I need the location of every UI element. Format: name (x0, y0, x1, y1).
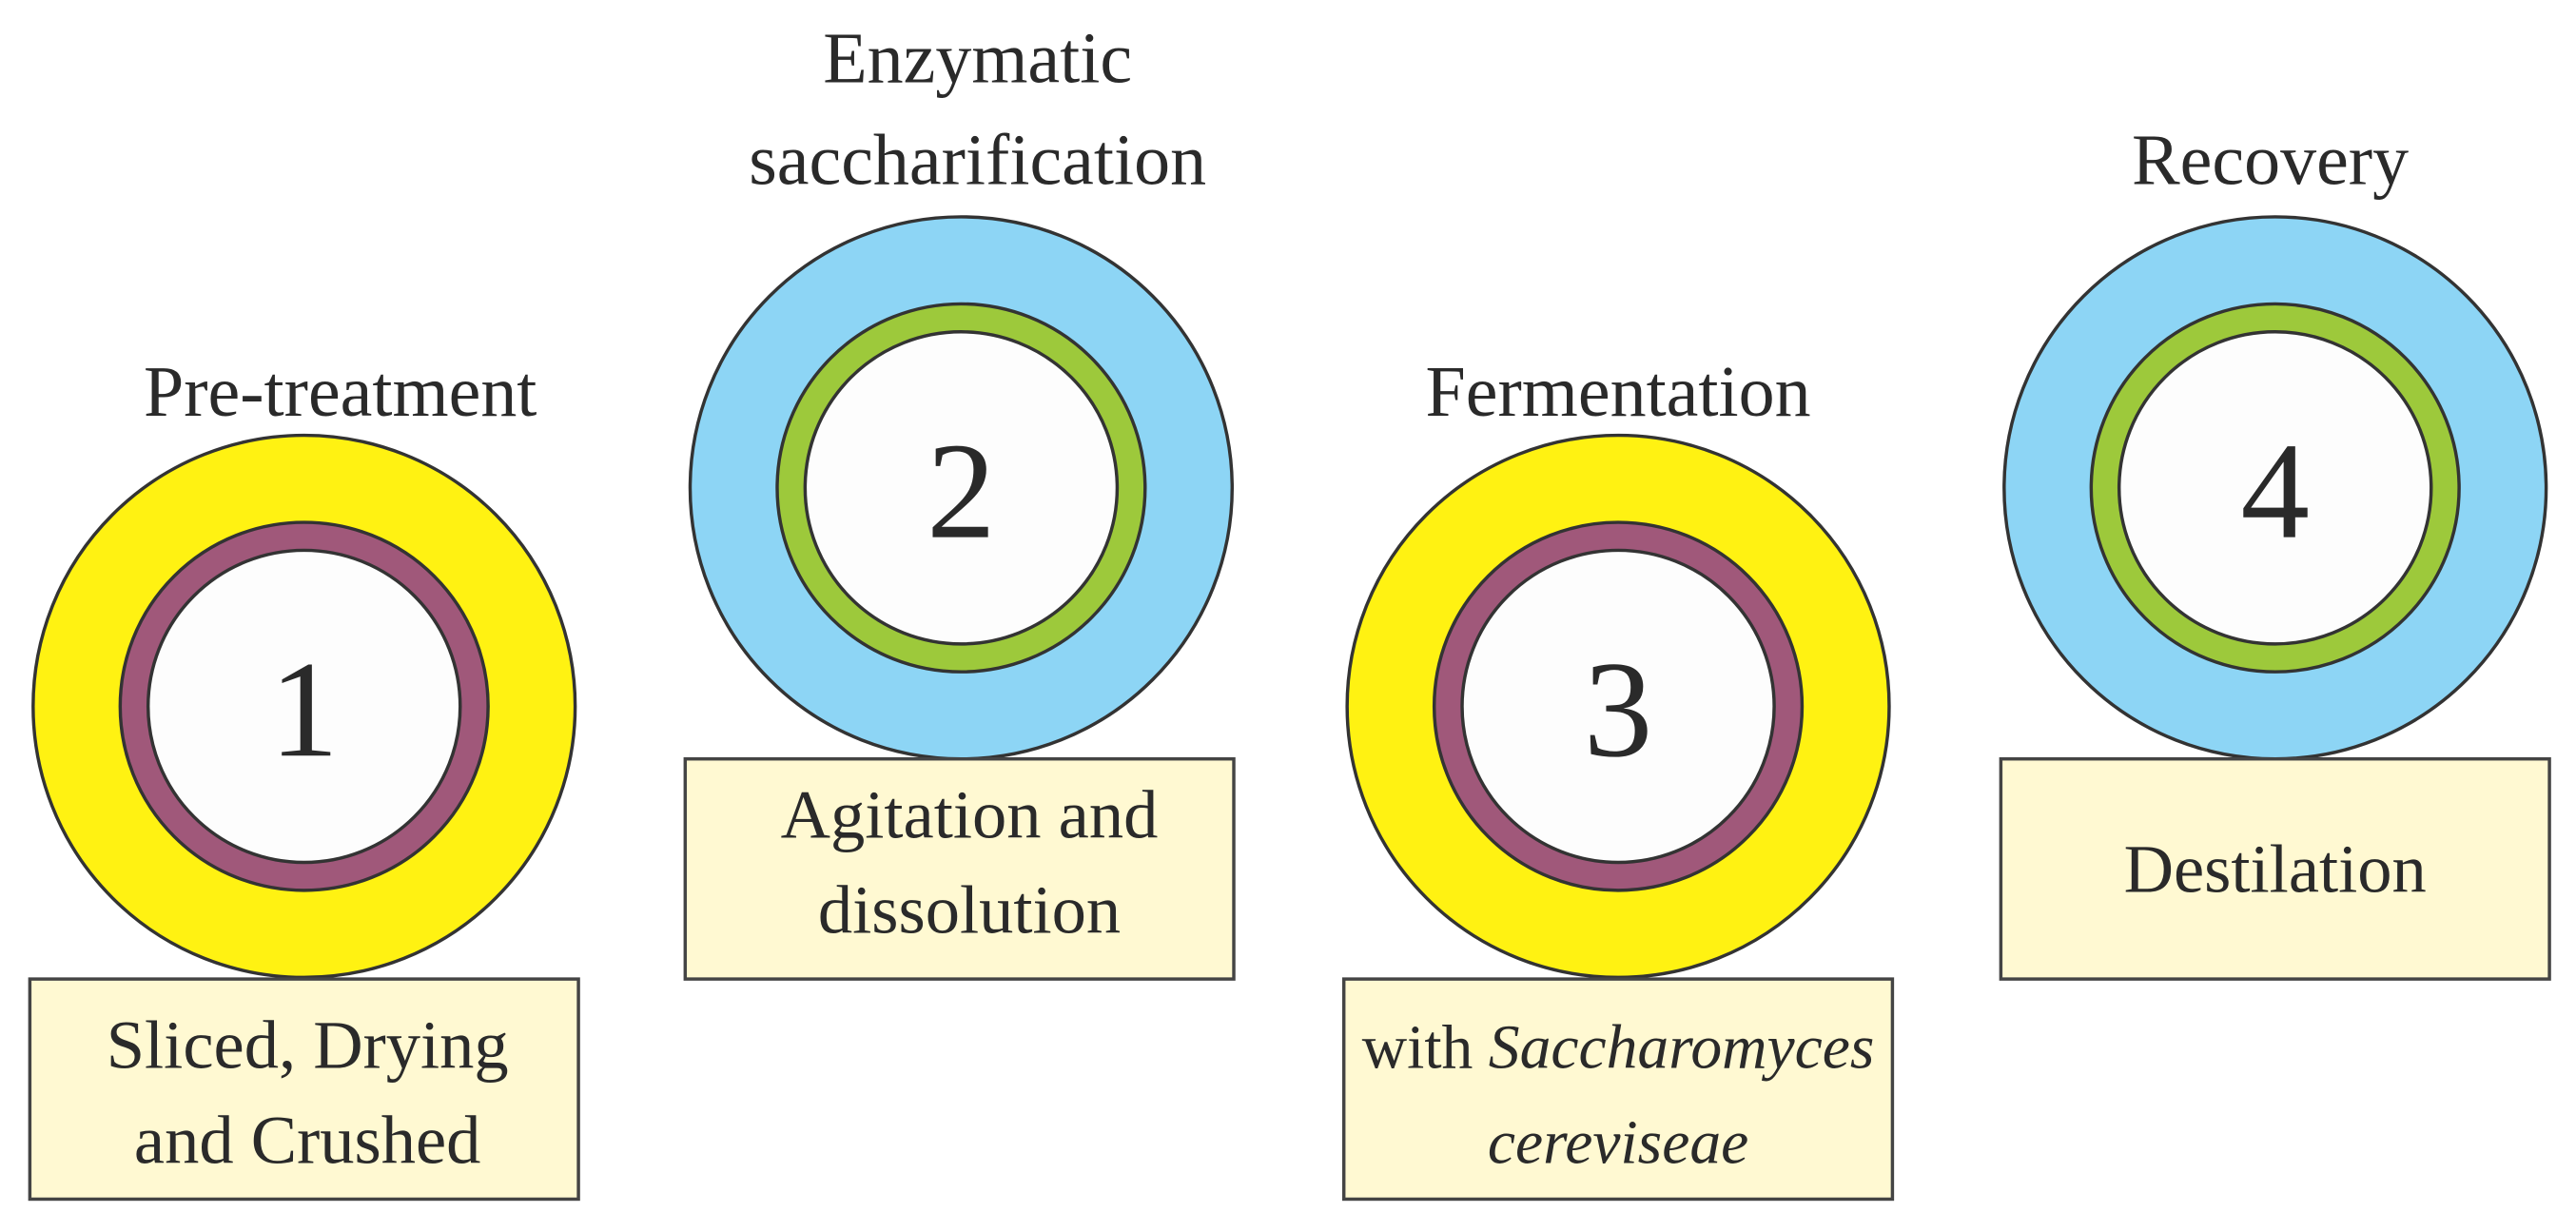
step-2: Enzymatic saccharification 2 Agitation a… (683, 18, 1236, 981)
step-3-box (1341, 977, 1895, 1202)
step-2-title-line-2: saccharification (749, 120, 1206, 200)
step-2-box-line-2: dissolution (818, 871, 1121, 948)
step-2-box (683, 756, 1236, 981)
step-4-title: Recovery (2132, 120, 2409, 200)
step-3-box-italic-1: Saccharomyces (1489, 1013, 1875, 1082)
step-3-number: 3 (1584, 634, 1653, 786)
step-2-box-line-1: Agitation and (781, 776, 1159, 853)
step-3-box-line-2: cereviseae (1488, 1108, 1748, 1177)
step-2-center (803, 330, 1120, 646)
step-4-box-line-1: Destilation (2124, 831, 2427, 908)
step-1-title: Pre-treatment (144, 352, 537, 432)
step-4-center (2117, 330, 2433, 646)
step-2-title-line-1: Enzymatic (823, 18, 1132, 98)
step-3-title: Fermentation (1426, 352, 1811, 432)
step-1-number: 1 (269, 634, 339, 786)
step-2-number: 2 (927, 416, 996, 568)
step-1-box (28, 977, 580, 1202)
step-3-box-prefix: with (1362, 1013, 1489, 1082)
step-1-center (146, 548, 462, 865)
step-1: Pre-treatment 1 Sliced, Drying and Crush… (28, 352, 580, 1202)
step-3-center (1460, 548, 1776, 865)
step-4-number: 4 (2240, 416, 2310, 568)
step-3: Fermentation 3 with Saccharomyces cerevi… (1341, 352, 1895, 1202)
step-1-box-line-1: Sliced, Drying (107, 1006, 509, 1083)
step-3-box-line-1: with Saccharomyces (1362, 1013, 1875, 1082)
step-1-box-line-2: and Crushed (134, 1101, 481, 1178)
step-4: Recovery 4 Destilation (1999, 120, 2551, 981)
step-4-box (1999, 756, 2551, 981)
